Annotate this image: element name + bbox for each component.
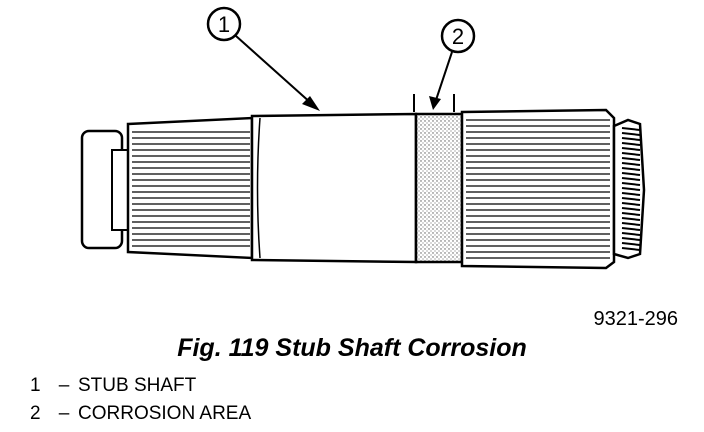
thread-line bbox=[621, 192, 641, 196]
legend-item-2: 2–CORROSION AREA bbox=[30, 400, 251, 428]
thread-line bbox=[621, 137, 641, 141]
thread-line bbox=[621, 237, 641, 241]
right-threaded-end bbox=[612, 118, 646, 260]
shaft-smooth-section bbox=[250, 112, 418, 264]
thread-line bbox=[621, 197, 641, 201]
legend-item-2-label: CORROSION AREA bbox=[78, 403, 252, 424]
callout-2: 2 bbox=[413, 18, 476, 112]
callout-1-number: 1 bbox=[218, 12, 230, 37]
thread-line bbox=[621, 202, 641, 206]
thread-line bbox=[621, 152, 641, 156]
stub-shaft-diagram: 1 2 bbox=[80, 6, 646, 270]
thread-line bbox=[621, 127, 641, 131]
thread-line bbox=[621, 182, 641, 186]
thread-line bbox=[621, 157, 641, 161]
thread-line bbox=[621, 217, 641, 221]
callout-2-number: 2 bbox=[452, 24, 464, 49]
legend-item-1: 1–STUB SHAFT bbox=[30, 372, 251, 400]
corrosion-area bbox=[414, 112, 464, 264]
thread-line bbox=[621, 212, 641, 216]
thread-line bbox=[621, 187, 641, 191]
figure-caption: Fig. 119 Stub Shaft Corrosion bbox=[177, 334, 527, 362]
legend-item-1-number: 1 bbox=[30, 375, 41, 396]
thread-line bbox=[621, 167, 641, 171]
thread-line bbox=[621, 162, 641, 166]
thread-line bbox=[621, 227, 641, 231]
thread-line bbox=[621, 232, 641, 236]
thread-line bbox=[621, 222, 641, 226]
figure-code: 9321-296 bbox=[593, 308, 678, 330]
callout-1: 1 bbox=[206, 6, 320, 111]
thread-line bbox=[621, 147, 641, 151]
thread-line bbox=[621, 132, 641, 136]
legend-item-2-number: 2 bbox=[30, 403, 41, 424]
left-end-cap bbox=[80, 129, 131, 250]
thread-line bbox=[621, 207, 641, 211]
thread-line bbox=[621, 142, 641, 146]
right-spline-section bbox=[460, 108, 616, 270]
thread-line bbox=[621, 172, 641, 176]
legend-item-1-label: STUB SHAFT bbox=[78, 375, 197, 396]
thread-line bbox=[621, 177, 641, 181]
left-spline-section bbox=[126, 116, 254, 260]
legend: 1–STUB SHAFT 2–CORROSION AREA bbox=[30, 372, 251, 428]
thread-line bbox=[621, 242, 641, 246]
thread-line bbox=[621, 247, 641, 251]
